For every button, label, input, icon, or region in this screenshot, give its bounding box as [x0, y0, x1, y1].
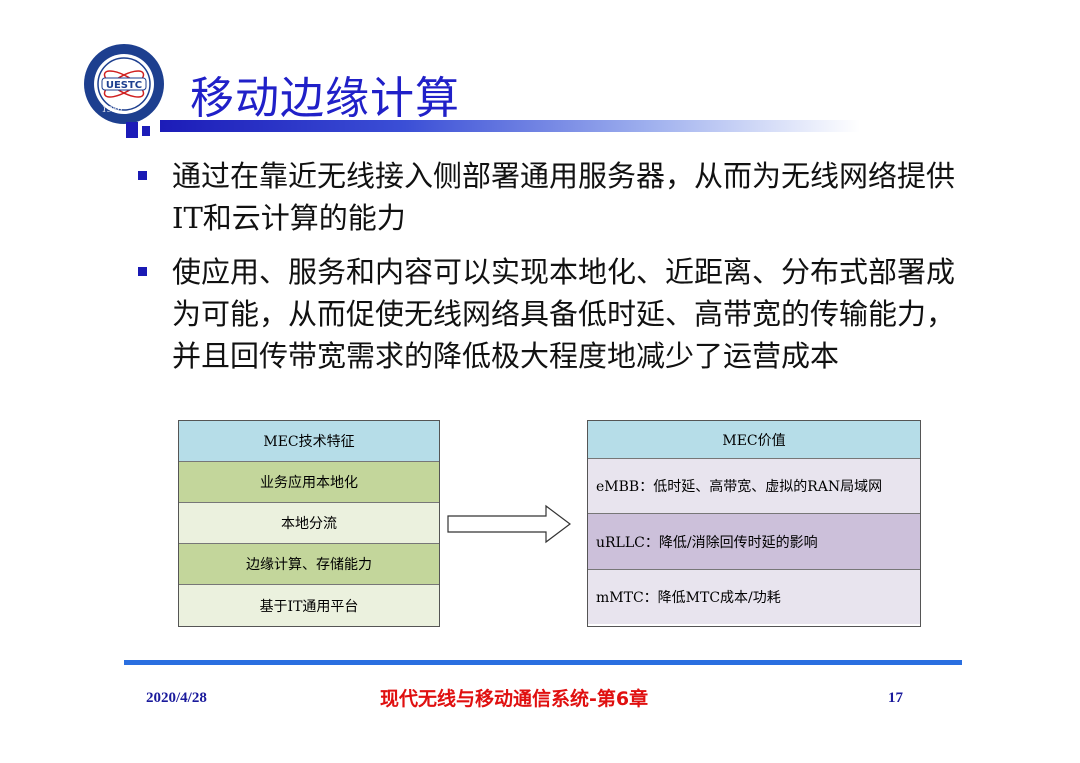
bullet-item: 使应用、服务和内容可以实现本地化、近距离、分布式部署成为可能，从而促使无线网络具… [132, 251, 982, 377]
bullet-list: 通过在靠近无线接入侧部署通用服务器，从而为无线网络提供IT和云计算的能力 使应用… [132, 155, 982, 389]
footer-title: 现代无线与移动通信系统-第6章 [380, 688, 649, 710]
mec-value-table: MEC价值 eMBB：低时延、高带宽、虚拟的RAN局域网 uRLLC：降低/消除… [587, 420, 921, 627]
table-row: 基于IT通用平台 [179, 585, 439, 626]
table-row: uRLLC：降低/消除回传时延的影响 [588, 514, 920, 570]
logo-text: UESTC [106, 80, 142, 91]
title-decoration-small [142, 126, 150, 136]
table-row: eMBB：低时延、高带宽、虚拟的RAN局域网 [588, 459, 920, 514]
table-header: MEC技术特征 [179, 421, 439, 462]
table-row: 本地分流 [179, 503, 439, 544]
page-title: 移动边缘计算 [190, 73, 460, 124]
footer-divider [124, 660, 962, 665]
mec-features-table: MEC技术特征 业务应用本地化 本地分流 边缘计算、存储能力 基于IT通用平台 [178, 420, 440, 627]
table-row: mMTC：降低MTC成本/功耗 [588, 570, 920, 624]
bullet-square-icon [138, 267, 147, 276]
bullet-text: 使应用、服务和内容可以实现本地化、近距离、分布式部署成为可能，从而促使无线网络具… [172, 255, 956, 373]
bullet-text: 通过在靠近无线接入侧部署通用服务器，从而为无线网络提供IT和云计算的能力 [172, 159, 956, 235]
title-underline-bar [160, 120, 860, 132]
bullet-item: 通过在靠近无线接入侧部署通用服务器，从而为无线网络提供IT和云计算的能力 [132, 155, 982, 239]
university-logo-icon: UESTC 1956 [84, 44, 164, 124]
right-arrow-icon [447, 504, 571, 544]
page-number: 17 [888, 690, 903, 706]
bullet-square-icon [138, 171, 147, 180]
table-row: 边缘计算、存储能力 [179, 544, 439, 585]
table-row: 业务应用本地化 [179, 462, 439, 503]
logo-year: 1956 [102, 105, 122, 114]
footer-date: 2020/4/28 [146, 690, 207, 706]
table-header: MEC价值 [588, 421, 920, 459]
title-decoration [126, 122, 138, 138]
